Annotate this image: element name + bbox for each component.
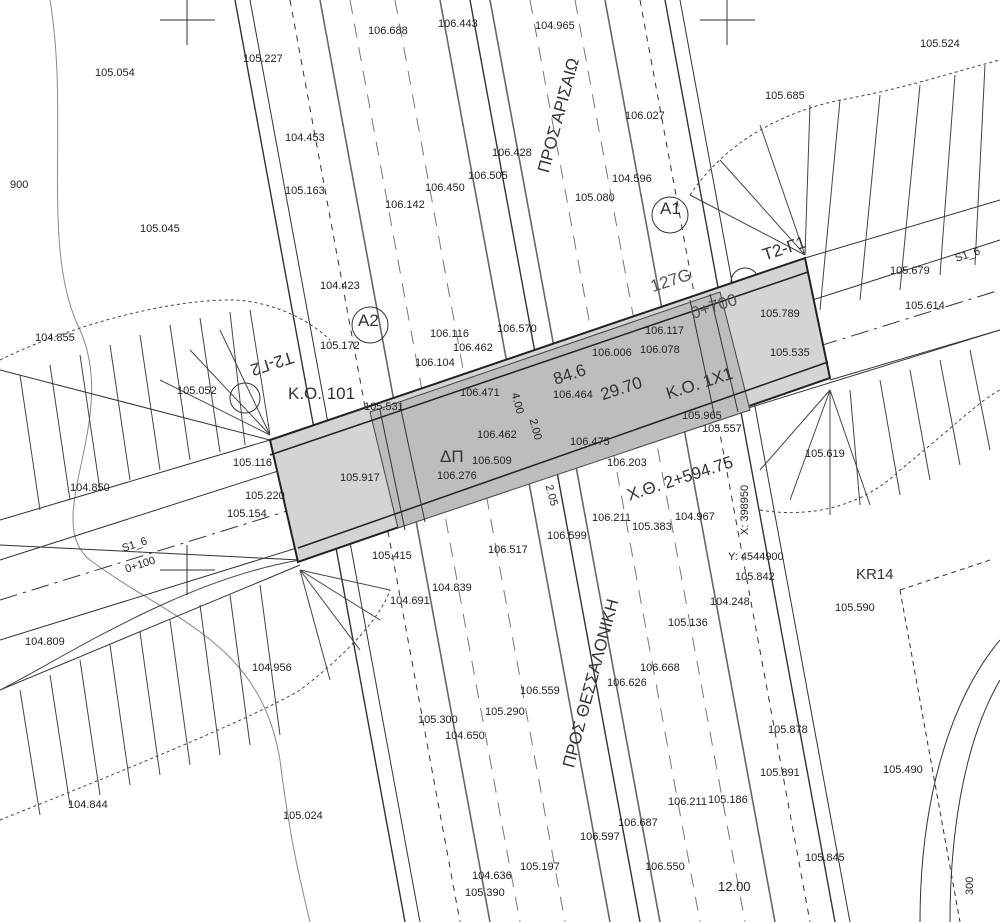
- elevation-label: 104.965: [535, 20, 575, 32]
- elevation-label: 105.136: [668, 617, 708, 629]
- coord-x: X: 398950: [739, 484, 751, 535]
- elevation-label: 105.619: [805, 448, 845, 460]
- elevation-label: 105.878: [768, 724, 808, 736]
- elevation-label: 105.186: [708, 794, 748, 806]
- point-kr14: KR14: [856, 566, 894, 583]
- elevation-label: 105.789: [760, 308, 800, 320]
- elevation-label: 106.668: [640, 662, 680, 674]
- elevation-label: 106.687: [618, 817, 658, 829]
- elevation-label: 105.490: [883, 764, 923, 776]
- elevation-label: 105.965: [682, 410, 722, 422]
- elevation-label: 104.691: [390, 595, 430, 607]
- elevation-label: 105.052: [177, 385, 217, 397]
- elevation-label: 105.045: [140, 223, 180, 235]
- elevation-label: 104.956: [252, 662, 292, 674]
- elevation-label: 106.462: [453, 342, 493, 354]
- elevation-label: 106.509: [472, 455, 512, 467]
- elevation-label: 104.423: [320, 280, 360, 292]
- elevation-label: 105.557: [702, 423, 742, 435]
- elevation-label: 105.531: [364, 401, 404, 413]
- elevation-label: 105.614: [905, 300, 945, 312]
- elevation-label: 106.203: [607, 457, 647, 469]
- elevation-label: 105.300: [418, 714, 458, 726]
- elevation-label: 106.078: [640, 344, 680, 356]
- slope-hatching: [0, 59, 1000, 821]
- elevation-label: 104.636: [472, 870, 512, 882]
- elevation-label: 104.855: [35, 332, 75, 344]
- elevation-label: 105.227: [243, 53, 283, 65]
- elevation-label: 106.142: [385, 199, 425, 211]
- elevation-label: 104.248: [710, 596, 750, 608]
- elevation-label: 105.080: [575, 192, 615, 204]
- marker-circle: [229, 382, 261, 414]
- elevation-label: 106.104: [415, 357, 455, 369]
- elevation-label: 105.524: [920, 38, 960, 50]
- grid-cross-marks: [160, 0, 755, 595]
- ko-left-label: Κ.Ο. 101: [288, 384, 356, 403]
- elevation-label: 106.428: [492, 147, 532, 159]
- elevation-label: 106.450: [425, 182, 465, 194]
- elevation-label: 106.464: [553, 389, 593, 401]
- elevation-label: 105.290: [485, 706, 525, 718]
- elevation-label: 106.443: [438, 18, 478, 30]
- elevation-label: 105.024: [283, 810, 323, 822]
- elevation-label: 105.590: [835, 602, 875, 614]
- elevation-label: 104.839: [432, 582, 472, 594]
- elevation-label: 105.679: [890, 265, 930, 277]
- elevation-label: 105.390: [465, 887, 505, 899]
- elevation-label: 105.842: [735, 571, 775, 583]
- elevation-label: 106.471: [460, 387, 500, 399]
- elevation-label: 106.117: [645, 325, 684, 337]
- elevation-label: 106.559: [520, 685, 560, 697]
- deck-symbol: ΔΠ: [440, 447, 464, 466]
- elevation-label: 106.006: [592, 347, 632, 359]
- bridge-deck: [268, 256, 832, 564]
- elevation-label: 104.596: [612, 173, 652, 185]
- elevation-label: 105.163: [285, 185, 325, 197]
- elevation-label: 106.597: [580, 831, 620, 843]
- elevation-label: 105.197: [520, 861, 560, 873]
- elevation-label: 105.054: [95, 67, 135, 79]
- elevation-label: 106.626: [607, 677, 647, 689]
- elevation-label: 106.599: [547, 530, 587, 542]
- elevation-label: 105.917: [340, 472, 380, 484]
- elevation-label: 105.172: [320, 340, 360, 352]
- elevation-label: 105.891: [760, 767, 800, 779]
- elevation-label: 106.505: [468, 170, 508, 182]
- elevation-label: 104.809: [25, 636, 65, 648]
- elevation-label: 106.550: [645, 861, 685, 873]
- width-12: 12.00: [718, 879, 751, 894]
- elevation-label: 106.116: [430, 328, 469, 340]
- elevation-label: 106.211: [592, 512, 631, 524]
- abutment-a2-label: Α2: [358, 311, 379, 330]
- elevation-label: 105.116: [233, 457, 272, 469]
- elevation-label: 105.415: [372, 550, 412, 562]
- elevation-label: 106.027: [625, 110, 665, 122]
- elevation-label: 106.517: [488, 544, 528, 556]
- elevation-label: 104.967: [675, 511, 715, 523]
- radius-300: 300: [964, 876, 976, 895]
- elevation-label: 106.570: [497, 323, 537, 335]
- elevation-label: 105.220: [245, 490, 285, 502]
- elevation-label: 105.383: [632, 521, 672, 533]
- elevation-label: 105.845: [805, 852, 845, 864]
- elevation-label: 105.535: [770, 347, 810, 359]
- elevation-label: 106.462: [477, 429, 517, 441]
- elevation-label: 104.650: [445, 730, 485, 742]
- elevation-label: 105.685: [765, 90, 805, 102]
- grid-900: 900: [10, 179, 29, 191]
- elevation-label: 104.844: [68, 799, 108, 811]
- elevation-label: 104.850: [70, 482, 110, 494]
- crossroad-lines: [0, 199, 1000, 691]
- elevation-label: 106.276: [437, 470, 477, 482]
- elevation-label: 105.154: [227, 508, 267, 520]
- elevation-label: 106.688: [368, 25, 408, 37]
- abutment-a1-label: Α1: [660, 199, 681, 218]
- elevation-label: 106.475: [570, 436, 610, 448]
- elevation-label: 104.453: [285, 132, 325, 144]
- elevation-label: 106.211: [668, 796, 707, 808]
- coord-y: Y: 4544900: [728, 551, 784, 563]
